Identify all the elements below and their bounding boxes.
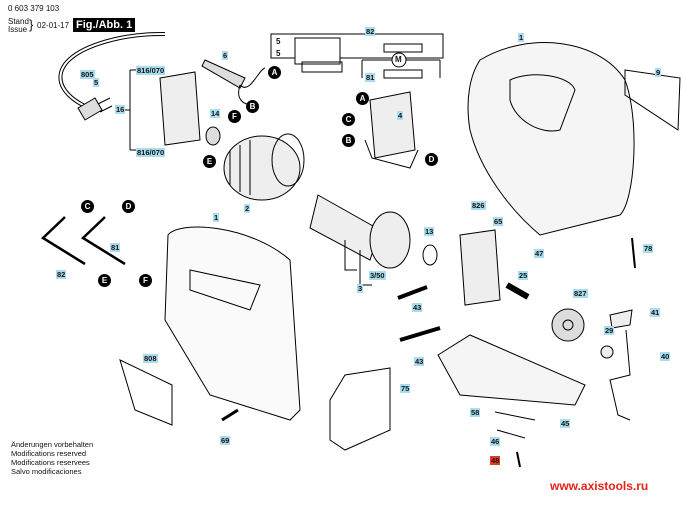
part-label-82-wiring[interactable]: 82 — [365, 27, 376, 36]
part-label-48-highlighted[interactable]: 48 — [490, 456, 501, 465]
gear-housing — [459, 229, 501, 306]
part-label-75[interactable]: 75 — [400, 384, 411, 393]
connector-a-cord: A — [268, 66, 281, 79]
part-label-41[interactable]: 41 — [650, 308, 661, 317]
part-label-43-a[interactable]: 43 — [412, 303, 423, 312]
part-label-1-top[interactable]: 1 — [518, 33, 525, 42]
part-label-14[interactable]: 14 — [210, 109, 221, 118]
part-label-826[interactable]: 826 — [471, 201, 486, 210]
note-es: Salvo modificaciones — [11, 467, 82, 476]
switch-4 — [369, 91, 416, 159]
date: 02-01-17 — [37, 21, 70, 30]
part-label-78[interactable]: 78 — [643, 244, 654, 253]
wire-82 — [40, 216, 86, 266]
stand-label: Stand — [8, 17, 29, 26]
cover-75 — [329, 367, 391, 451]
part-label-81[interactable]: 81 — [110, 243, 121, 252]
watermark-url: www.axistools.ru — [550, 479, 649, 493]
stand-issue: Stand Issue — [8, 18, 29, 34]
part-label-40[interactable]: 40 — [660, 352, 671, 361]
part-number: 0 603 379 103 — [8, 4, 60, 13]
armature — [309, 194, 381, 261]
connector-d-wire: D — [122, 200, 135, 213]
part-label-816-070-top[interactable]: 816/070 — [136, 66, 166, 75]
connector-f-wire: F — [139, 274, 152, 287]
note-en: Modifications reserved — [11, 449, 87, 458]
housing-left — [164, 226, 301, 421]
part-label-45[interactable]: 45 — [560, 419, 571, 428]
part-label-808[interactable]: 808 — [143, 354, 158, 363]
wire-81 — [80, 216, 126, 266]
note-de: Änderungen vorbehalten — [11, 440, 94, 449]
part-label-29[interactable]: 29 — [604, 326, 615, 335]
part-label-43-b[interactable]: 43 — [414, 357, 425, 366]
part-label-13[interactable]: 13 — [424, 227, 435, 236]
part-label-47[interactable]: 47 — [534, 249, 545, 258]
part-label-6[interactable]: 6 — [222, 51, 229, 60]
part-label-25[interactable]: 25 — [518, 271, 529, 280]
connector-e-wire: E — [98, 274, 111, 287]
connector-c-switch: C — [342, 113, 355, 126]
part-label-69[interactable]: 69 — [220, 436, 231, 445]
modification-notes: Änderungen vorbehalten Modifications res… — [11, 440, 93, 476]
connector-b-switch: B — [342, 134, 355, 147]
part-label-16[interactable]: 16 — [115, 105, 126, 114]
part-label-816-070-bottom[interactable]: 816/070 — [136, 148, 166, 157]
part-label-82[interactable]: 82 — [56, 270, 67, 279]
figure-title: Fig./Abb. 1 — [73, 18, 136, 32]
cover-9 — [624, 69, 681, 131]
part-label-3[interactable]: 3 — [357, 284, 364, 293]
fan — [369, 211, 411, 269]
part-label-827[interactable]: 827 — [573, 289, 588, 298]
wiring-motor: M — [395, 55, 402, 64]
part-label-9[interactable]: 9 — [655, 68, 662, 77]
issue-label: Issue — [8, 25, 28, 34]
brace: } — [29, 17, 34, 32]
stator — [223, 135, 301, 201]
part-label-1-handle[interactable]: 1 — [213, 213, 220, 222]
part-label-46[interactable]: 46 — [490, 437, 501, 446]
gear-827 — [551, 308, 585, 342]
part-label-2[interactable]: 2 — [244, 204, 251, 213]
connector-b-cord: B — [246, 100, 259, 113]
connector-d-switch: D — [425, 153, 438, 166]
part-label-3-50[interactable]: 3/50 — [369, 271, 386, 280]
connector-e-stator: E — [203, 155, 216, 168]
part-label-4[interactable]: 4 — [397, 111, 404, 120]
part-label-5[interactable]: 5 — [93, 78, 100, 87]
cover-808 — [119, 359, 173, 426]
connector-f-stator: F — [228, 110, 241, 123]
cord-guard — [201, 59, 246, 89]
wiring-switch-5-bottom: 5 — [276, 49, 281, 58]
part-label-81-wiring[interactable]: 81 — [365, 73, 376, 82]
plug — [77, 97, 103, 121]
connector-a-switch: A — [356, 92, 369, 105]
note-fr: Modifications reservees — [11, 458, 90, 467]
wiring-switch-5-top: 5 — [276, 37, 281, 46]
part-label-805[interactable]: 805 — [80, 70, 95, 79]
part-label-58[interactable]: 58 — [470, 408, 481, 417]
base-plate — [437, 334, 586, 406]
lever-40 — [609, 329, 631, 421]
housing-right — [467, 42, 635, 236]
part-label-65[interactable]: 65 — [493, 217, 504, 226]
switch-assembly — [159, 71, 201, 146]
connector-c-wire: C — [81, 200, 94, 213]
